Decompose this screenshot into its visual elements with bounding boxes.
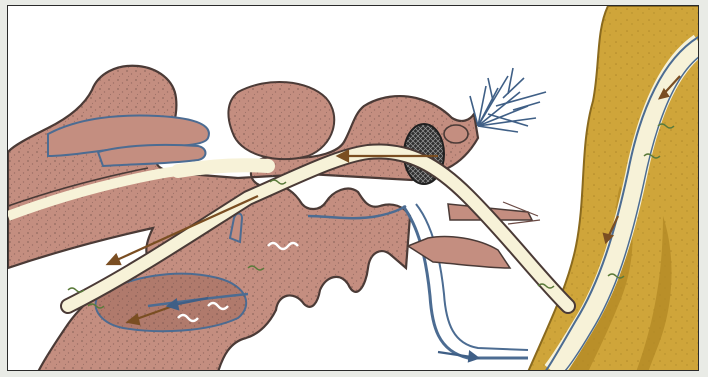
antenna-bristles-icon: [470, 68, 546, 132]
mosquito-head: [8, 66, 540, 371]
diagram-frame: [7, 5, 699, 371]
host-skin-tissue: [528, 6, 699, 371]
mosquito-feeding-diagram: [8, 6, 699, 371]
gland-appendage: [408, 237, 510, 269]
